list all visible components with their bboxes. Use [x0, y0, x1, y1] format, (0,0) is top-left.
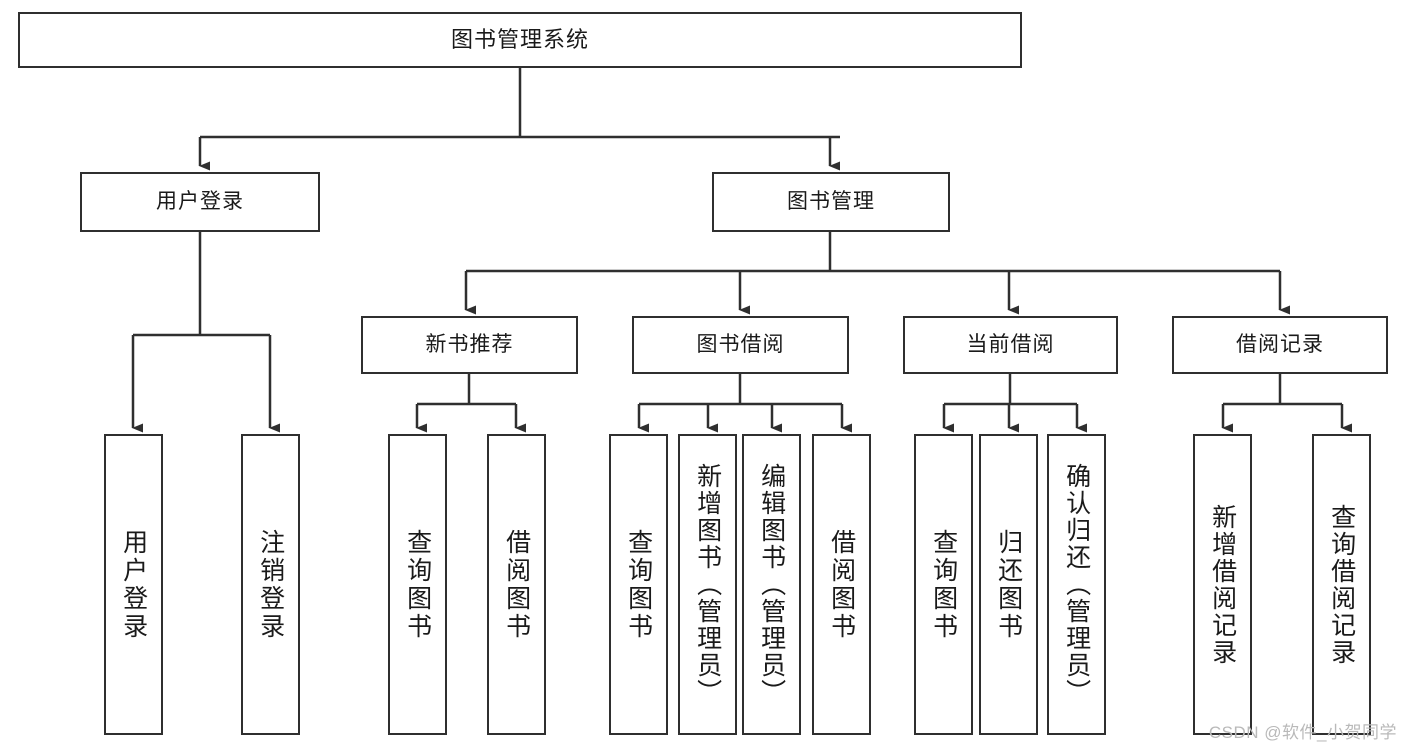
node-label: 用户登录 [156, 190, 244, 214]
leaf-label: 借阅图书 [502, 528, 531, 641]
leaf-label: 新增借阅记录 [1208, 503, 1237, 666]
leaf-add-borrow-record[interactable]: 新增借阅记录 [1193, 434, 1252, 735]
leaf-user-login[interactable]: 用户登录 [104, 434, 163, 735]
leaf-query-borrow-record[interactable]: 查询借阅记录 [1312, 434, 1371, 735]
leaf-borrow-book[interactable]: 借阅图书 [812, 434, 871, 735]
node-book-borrow[interactable]: 图书借阅 [632, 316, 849, 374]
leaf-label: 用户登录 [119, 528, 148, 641]
leaf-label: 新增图书（管理员） [693, 463, 722, 706]
leaf-add-book-admin[interactable]: 新增图书（管理员） [678, 434, 737, 735]
leaf-label: 编辑图书（管理员） [757, 463, 786, 706]
node-label: 图书管理 [787, 190, 875, 214]
node-borrow-record[interactable]: 借阅记录 [1172, 316, 1388, 374]
node-root-system[interactable]: 图书管理系统 [18, 12, 1022, 68]
leaf-label: 查询图书 [624, 528, 653, 641]
leaf-user-logout[interactable]: 注销登录 [241, 434, 300, 735]
node-label: 新书推荐 [425, 333, 514, 357]
leaf-label: 借阅图书 [827, 528, 856, 641]
leaf-label: 查询图书 [929, 528, 958, 641]
node-label: 图书管理系统 [450, 26, 589, 52]
leaf-edit-book-admin[interactable]: 编辑图书（管理员） [742, 434, 801, 735]
node-book-management[interactable]: 图书管理 [712, 172, 950, 232]
leaf-query-book-current[interactable]: 查询图书 [914, 434, 973, 735]
leaf-return-book[interactable]: 归还图书 [979, 434, 1038, 735]
node-label: 借阅记录 [1236, 333, 1324, 357]
node-new-book-recommend[interactable]: 新书推荐 [361, 316, 578, 374]
leaf-label: 查询图书 [403, 528, 432, 641]
leaf-label: 查询借阅记录 [1327, 503, 1356, 666]
leaf-borrow-book-recommend[interactable]: 借阅图书 [487, 434, 546, 735]
leaf-label: 归还图书 [994, 528, 1023, 641]
node-user-login[interactable]: 用户登录 [80, 172, 320, 232]
leaf-label: 注销登录 [256, 528, 285, 641]
node-current-borrow[interactable]: 当前借阅 [903, 316, 1118, 374]
node-label: 当前借阅 [966, 333, 1055, 357]
leaf-query-book-recommend[interactable]: 查询图书 [388, 434, 447, 735]
leaf-label: 确认归还（管理员） [1062, 463, 1091, 706]
node-label: 图书借阅 [696, 333, 785, 357]
leaf-query-book-borrow[interactable]: 查询图书 [609, 434, 668, 735]
watermark: CSDN @软件_小贺同学 [1208, 723, 1397, 742]
leaf-confirm-return-admin[interactable]: 确认归还（管理员） [1047, 434, 1106, 735]
